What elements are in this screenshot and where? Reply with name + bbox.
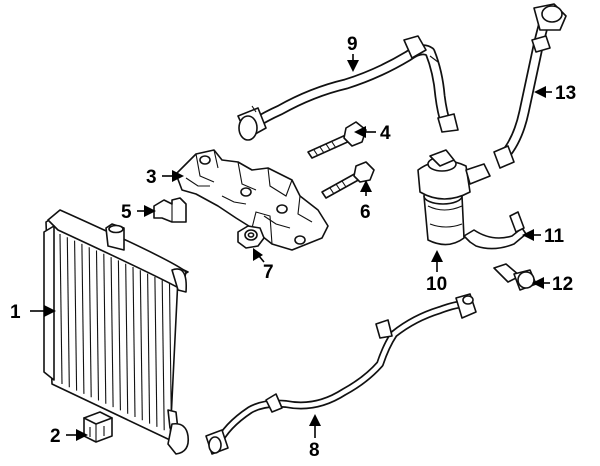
radiator-fins	[59, 233, 173, 434]
radiator-fin	[161, 280, 165, 431]
radiator-fin	[81, 243, 85, 394]
callout-7: 7	[253, 248, 274, 283]
callout-10: 10	[426, 250, 447, 295]
pump-bracket	[175, 149, 329, 251]
radiator-fin	[117, 260, 121, 411]
callout-4: 4	[354, 123, 391, 144]
callout-13: 13	[534, 83, 576, 104]
flange-nut	[237, 225, 265, 249]
radiator-fin	[132, 266, 136, 418]
radiator-fin	[95, 250, 100, 401]
radiator-fin	[59, 233, 63, 385]
callout-5-label: 5	[121, 202, 132, 223]
radiator-fin	[147, 273, 151, 424]
water-pump	[417, 149, 491, 246]
radiator-fin	[139, 270, 143, 421]
mount-bushing	[83, 411, 113, 443]
mount-bolt	[493, 263, 537, 291]
callout-10-label: 10	[426, 274, 447, 295]
callout-3: 3	[146, 167, 184, 188]
radiator-fin	[74, 240, 78, 391]
callout-1-label: 1	[10, 302, 21, 323]
callout-3-label: 3	[146, 167, 157, 188]
callout-6-label: 6	[360, 202, 371, 223]
callout-5: 5	[121, 202, 156, 223]
callout-7-label: 7	[263, 262, 274, 283]
radiator-fin	[110, 257, 114, 408]
callout-11: 11	[522, 226, 565, 247]
callout-2: 2	[50, 426, 88, 447]
callout-11-label: 11	[544, 226, 565, 247]
callout-9-label: 9	[347, 34, 358, 55]
callout-13-label: 13	[555, 83, 576, 104]
callout-6: 6	[360, 180, 372, 223]
hose-clamp	[463, 211, 527, 250]
upper-hose	[237, 35, 459, 141]
radiator-fin	[168, 283, 173, 434]
short-bolt	[321, 161, 375, 199]
radiator-fin	[66, 237, 70, 388]
callout-4-label: 4	[380, 123, 391, 144]
callout-8-label: 8	[309, 440, 320, 461]
radiator	[43, 209, 189, 441]
radiator-fin	[125, 263, 129, 414]
long-bolt	[307, 121, 367, 159]
callout-9: 9	[347, 34, 359, 72]
right-hose	[493, 3, 567, 169]
radiator-fin	[154, 276, 158, 427]
callout-12: 12	[532, 274, 573, 295]
retaining-clip	[153, 197, 187, 223]
radiator-fin	[88, 247, 92, 398]
radiator-fin	[103, 253, 107, 404]
callout-2-label: 2	[50, 426, 61, 447]
lower-pipe	[167, 293, 477, 455]
callout-8: 8	[309, 414, 321, 461]
callout-12-label: 12	[552, 274, 573, 295]
callout-1: 1	[10, 302, 56, 323]
